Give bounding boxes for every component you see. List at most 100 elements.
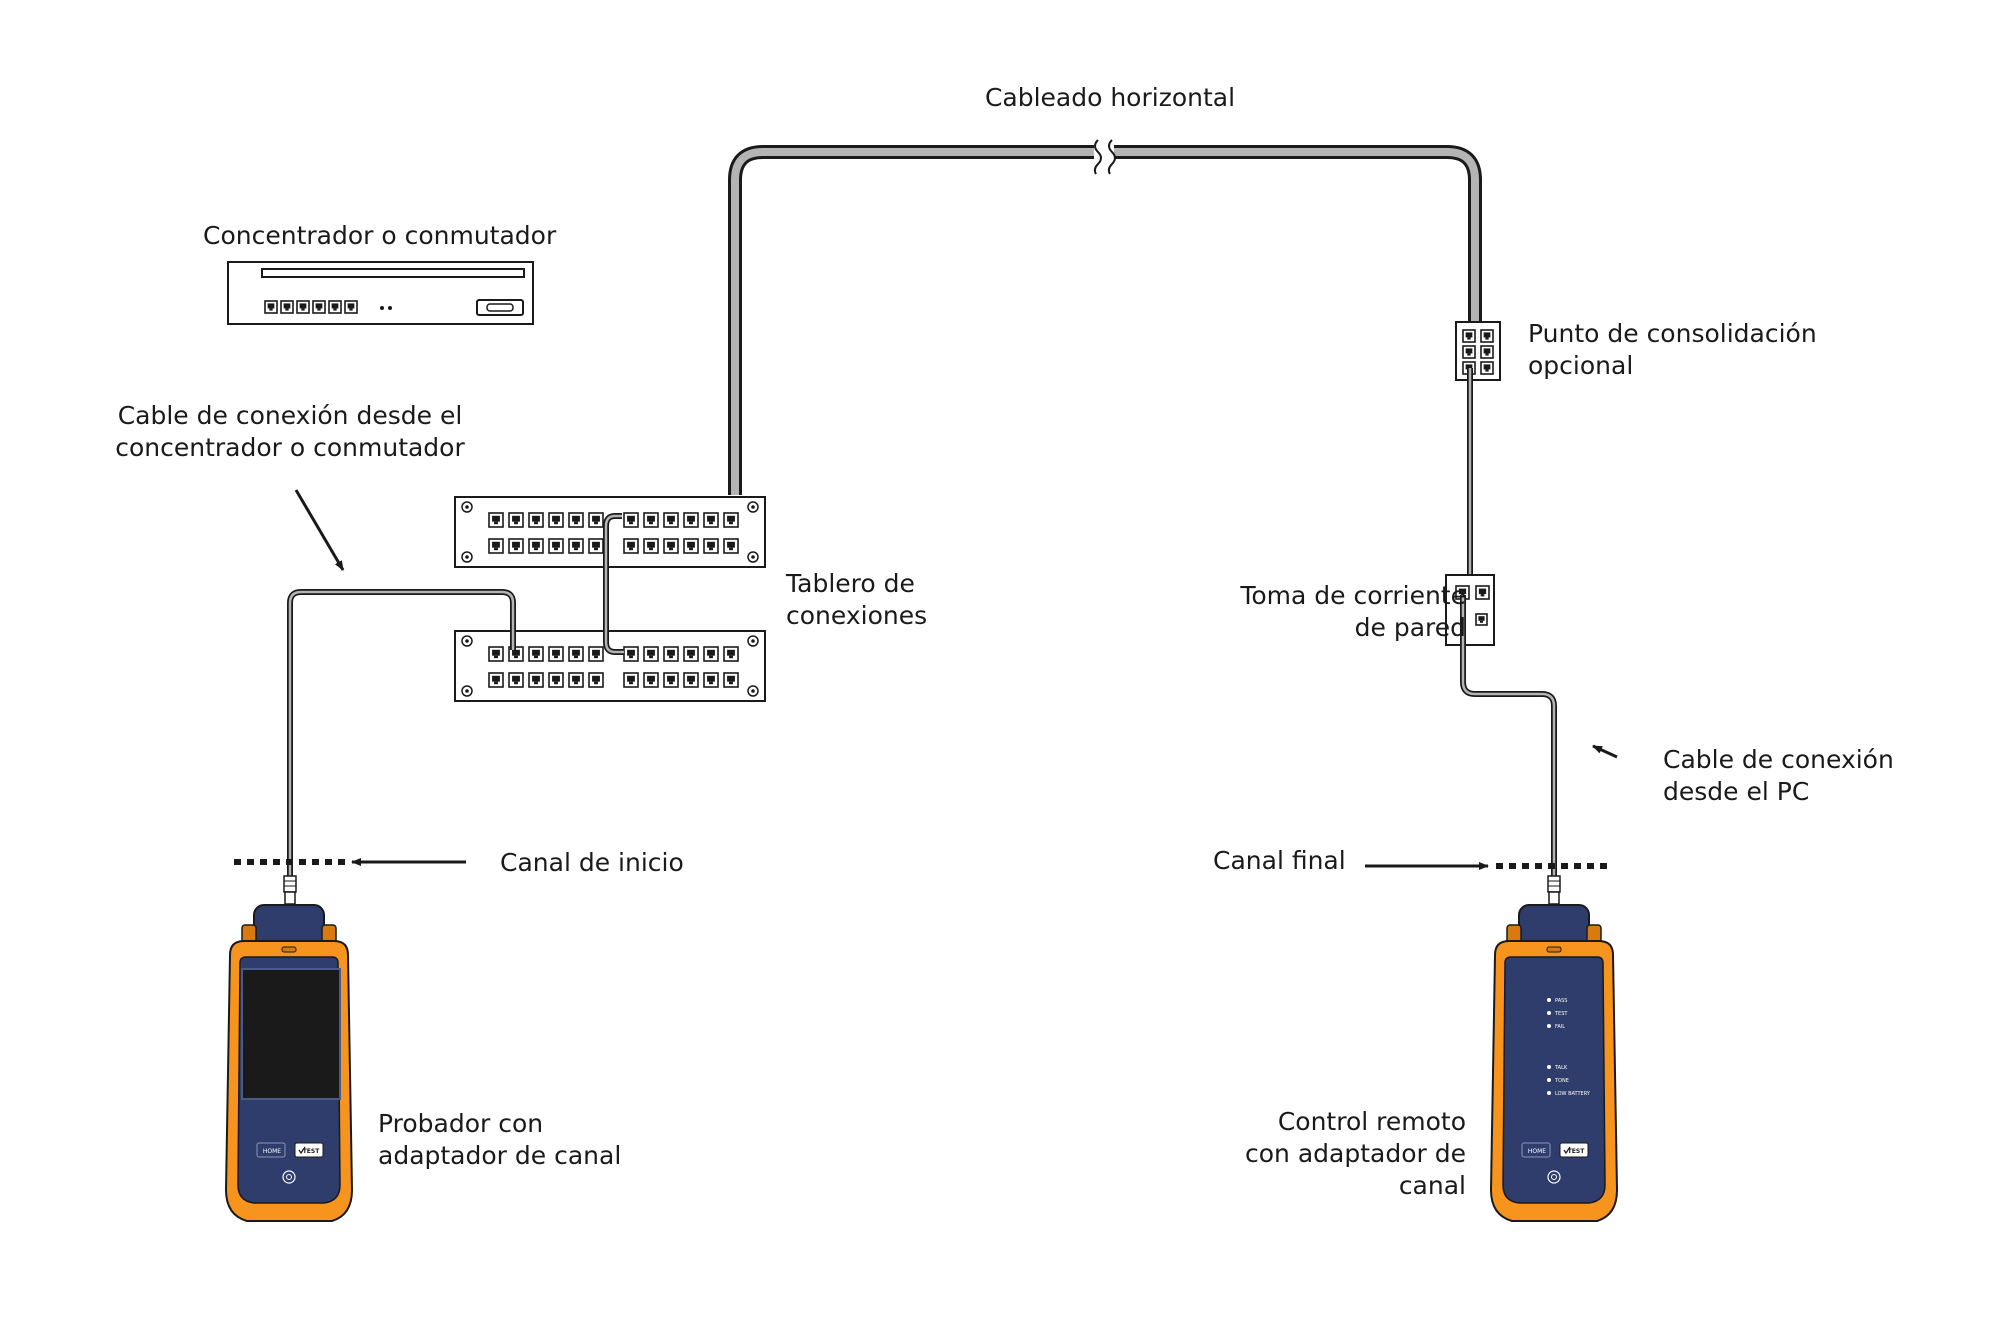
consolidation-port [1480,329,1494,343]
hub-patch-cable [283,589,516,905]
panel-port [623,512,639,528]
panel-port [548,672,564,688]
consolidation-port [1480,361,1494,375]
panel-port [508,538,524,554]
panel-port [548,646,564,662]
horizontal-cable [728,138,1482,495]
remote-led-label: TONE [1554,1078,1569,1084]
panel-screw [747,685,759,697]
panel-port [623,538,639,554]
hub-ports [264,300,358,314]
remote-led: TONE [1547,1078,1569,1084]
panel-screw [461,501,473,513]
hub-port [264,300,278,314]
remote-home-label: HOME [1528,1148,1546,1155]
hub-switch [227,261,534,325]
patch-panel-bottom [454,630,766,702]
panel-port [683,646,699,662]
panel-port [568,672,584,688]
remote-led-label: PASS [1555,998,1567,1004]
panel-port [683,672,699,688]
label-tester: Probador con adaptador de canal [378,1109,622,1170]
label-hub-patch-cable: Cable de conexión desde el concentrador … [115,401,465,462]
label-channel-start: Canal de inicio [500,848,684,877]
label-horizontal-cabling: Cableado horizontal [984,83,1236,112]
panel-screw [461,551,473,563]
wall-outlet [1445,574,1495,646]
panel-port [588,538,604,554]
hub-port [344,300,358,314]
panel-port [568,512,584,528]
panel-port [683,512,699,528]
panel-port [528,512,544,528]
panel-port [703,646,719,662]
panel-port [623,646,639,662]
panel-port [643,646,659,662]
panel-port [528,538,544,554]
panel-port [488,512,504,528]
tester-home-label: HOME [263,1148,281,1155]
remote-led: TEST [1547,1011,1568,1017]
label-consolidation-point: Punto de consolidación opcional [1528,319,1817,380]
panel-port [683,538,699,554]
panel-port [488,646,504,662]
panel-port [663,646,679,662]
panel-screw [747,551,759,563]
hub-port [328,300,342,314]
panel-port [723,512,739,528]
panel-port [568,538,584,554]
panel-port [488,538,504,554]
consolidation-port [1462,345,1476,359]
panel-port [643,538,659,554]
panel-port [703,672,719,688]
panel-port [508,512,524,528]
remote-led-panel: PASS TEST FAIL TALK TONE LOW BATTERY [1547,998,1591,1097]
remote-led-label: TEST [1554,1011,1568,1017]
panel-port [703,512,719,528]
remote-led-label: TALK [1554,1065,1568,1071]
panel-screw [461,685,473,697]
remote-led: TALK [1547,1065,1568,1071]
tester-test-button[interactable]: TEST [294,1142,324,1158]
panel-screw [747,501,759,513]
tester-power-icon[interactable] [282,1170,296,1184]
consolidation-port [1480,345,1494,359]
remote-test-label: TEST [1568,1148,1586,1155]
panel-port [528,672,544,688]
hub-port [312,300,326,314]
remote-led: PASS [1547,998,1567,1004]
pc-cable-arrow [1592,744,1618,759]
remote-test-button[interactable]: TEST [1559,1142,1589,1158]
outlet-port [1475,613,1488,626]
hub-port [280,300,294,314]
remote-power-icon[interactable] [1547,1170,1561,1184]
panel-port [623,672,639,688]
tester-test-label: TEST [303,1148,321,1155]
panel-screw [747,635,759,647]
panel-port [643,512,659,528]
hub-cable-arrow [294,489,345,571]
outlet-port [1475,585,1490,600]
panel-port [548,538,564,554]
remote-led: FAIL [1547,1024,1565,1030]
panel-port [663,672,679,688]
tester-home-button[interactable]: HOME [256,1142,286,1158]
cable-break-symbol [1093,138,1116,175]
remote-home-button[interactable]: HOME [1521,1142,1551,1158]
label-pc-patch-cable: Cable de conexión desde el PC [1663,745,1894,806]
panel-port [663,512,679,528]
remote-device: PASS TEST FAIL TALK TONE LOW BATTERY HOME TES… [1489,904,1619,1222]
panel-port [588,672,604,688]
consolidation-port [1462,329,1476,343]
remote-led-label: LOW BATTERY [1555,1091,1591,1097]
panel-screw [461,635,473,647]
panel-port [588,512,604,528]
remote-led-label: FAIL [1555,1024,1565,1030]
panel-port [663,538,679,554]
label-wall-outlet: Toma de corriente de pared [1240,581,1466,642]
consolidation-point [1455,321,1501,381]
panel-port [508,672,524,688]
panel-port [548,512,564,528]
patch-panel-top [454,496,766,568]
